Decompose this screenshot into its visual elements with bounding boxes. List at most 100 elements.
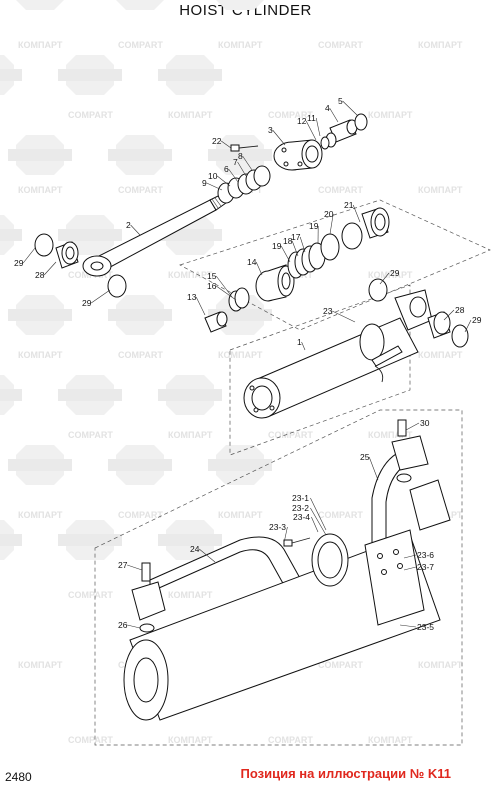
flange-27-block bbox=[131, 562, 166, 621]
leader-line-12 bbox=[305, 120, 317, 141]
callout-19: 19 bbox=[272, 241, 282, 251]
watermark-word: COMPART bbox=[118, 185, 163, 195]
callout-16: 16 bbox=[207, 281, 217, 291]
watermark-word: COMPART bbox=[318, 510, 363, 520]
leader-line-30 bbox=[405, 422, 420, 431]
leader-line-14 bbox=[255, 261, 263, 276]
watermark-word: КОМПАРТ bbox=[368, 110, 413, 120]
leader-line-29 bbox=[91, 289, 111, 304]
watermark-word: COMPART bbox=[318, 660, 363, 670]
watermark-tile bbox=[8, 0, 72, 10]
callout-23-7: 23-7 bbox=[417, 562, 434, 572]
watermark-word: COMPART bbox=[268, 110, 313, 120]
seal-29-rod bbox=[107, 274, 127, 298]
callout-27: 27 bbox=[118, 560, 128, 570]
callout-19: 19 bbox=[309, 221, 319, 231]
watermark-tile bbox=[108, 445, 172, 485]
callout-23-1: 23-1 bbox=[292, 493, 309, 503]
leader-line-18 bbox=[291, 240, 299, 257]
page-number: 2480 bbox=[5, 770, 32, 784]
callout-23-5: 23-5 bbox=[417, 622, 434, 632]
bushing-28-right bbox=[427, 311, 451, 339]
watermark-tiles bbox=[0, 0, 272, 560]
valve-block-23-6 bbox=[364, 529, 425, 626]
lower-cylinder-body bbox=[123, 479, 451, 721]
watermark-word: КОМПАРТ bbox=[218, 510, 263, 520]
callout-15: 15 bbox=[207, 271, 217, 281]
leader-line-10 bbox=[217, 175, 231, 187]
leader-line-29 bbox=[379, 272, 390, 285]
callout-14: 14 bbox=[247, 257, 257, 267]
watermark-tile bbox=[158, 375, 222, 415]
callout-25: 25 bbox=[360, 452, 370, 462]
watermark-word: COMPART bbox=[68, 430, 113, 440]
leader-line-9 bbox=[206, 182, 223, 191]
leader-line-24 bbox=[199, 548, 216, 563]
callout-29: 29 bbox=[472, 315, 482, 325]
piston-rod bbox=[82, 193, 227, 277]
watermark-tile bbox=[0, 375, 22, 415]
callout-20: 20 bbox=[324, 209, 334, 219]
callout-29: 29 bbox=[14, 258, 24, 268]
flange-30-block bbox=[391, 419, 429, 471]
callout-1: 1 bbox=[297, 337, 302, 347]
seal-29-tube bbox=[368, 278, 388, 302]
callout-21: 21 bbox=[344, 200, 354, 210]
watermark-tile bbox=[0, 55, 22, 95]
leader-line-23-3 bbox=[283, 526, 288, 544]
watermark-word: КОМПАРТ bbox=[18, 350, 63, 360]
leader-line-8 bbox=[242, 155, 253, 171]
watermark-word: COMPART bbox=[268, 430, 313, 440]
leader-line-17 bbox=[299, 236, 306, 253]
leader-line-22 bbox=[221, 140, 232, 149]
watermark-tile bbox=[8, 445, 72, 485]
watermark-tile bbox=[0, 215, 22, 255]
callout-11: 11 bbox=[307, 113, 316, 123]
watermark-word: КОМПАРТ bbox=[218, 350, 263, 360]
leader-line-1 bbox=[301, 341, 306, 351]
watermark-tile bbox=[58, 520, 122, 560]
leader-line-23-6 bbox=[403, 554, 417, 559]
watermark-word: COMPART bbox=[318, 40, 363, 50]
o-ring-26 bbox=[139, 623, 155, 633]
callout-labels: 123456789101112131415161718192021222323-… bbox=[14, 96, 482, 632]
watermark-tile bbox=[58, 55, 122, 95]
clamp-23 bbox=[359, 323, 403, 367]
watermark-tile bbox=[208, 445, 272, 485]
leader-line-3 bbox=[272, 129, 286, 146]
watermark-word: COMPART bbox=[118, 510, 163, 520]
watermark-tile bbox=[108, 0, 172, 10]
watermark-word: COMPART bbox=[318, 185, 363, 195]
watermark-tile bbox=[108, 135, 172, 175]
callout-23-6: 23-6 bbox=[417, 550, 434, 560]
leader-line-13 bbox=[195, 296, 206, 316]
callout-23-3: 23-3 bbox=[269, 522, 286, 532]
cylinder-tube bbox=[243, 289, 433, 419]
leader-line-23-1 bbox=[310, 497, 327, 531]
leader-line-15 bbox=[215, 275, 233, 298]
leader-line-23-7 bbox=[403, 566, 417, 571]
callout-30: 30 bbox=[420, 418, 430, 428]
seal-29-right bbox=[451, 324, 469, 348]
watermark-tile bbox=[208, 0, 272, 10]
watermark-word: COMPART bbox=[268, 735, 313, 745]
leader-line-28 bbox=[43, 261, 57, 276]
watermark-tile bbox=[108, 295, 172, 335]
o-ring-25 bbox=[396, 473, 412, 483]
watermark-word: КОМПАРТ bbox=[218, 40, 263, 50]
leader-line-6 bbox=[228, 168, 239, 183]
bolt-23-3 bbox=[283, 537, 311, 547]
watermark-word: COMPART bbox=[68, 110, 113, 120]
ring-20b bbox=[341, 222, 363, 250]
leader-line-29 bbox=[464, 319, 472, 333]
watermark-word: КОМПАРТ bbox=[368, 270, 413, 280]
leader-line-16 bbox=[216, 285, 237, 301]
seal-ring-8 bbox=[253, 165, 271, 187]
leader-line-7 bbox=[237, 161, 247, 177]
leader-line-28 bbox=[443, 309, 455, 321]
callout-10: 10 bbox=[208, 171, 218, 181]
watermark-tile bbox=[58, 375, 122, 415]
watermark-tile bbox=[8, 295, 72, 335]
callout-12: 12 bbox=[297, 116, 307, 126]
rotation-arrow bbox=[374, 365, 384, 383]
